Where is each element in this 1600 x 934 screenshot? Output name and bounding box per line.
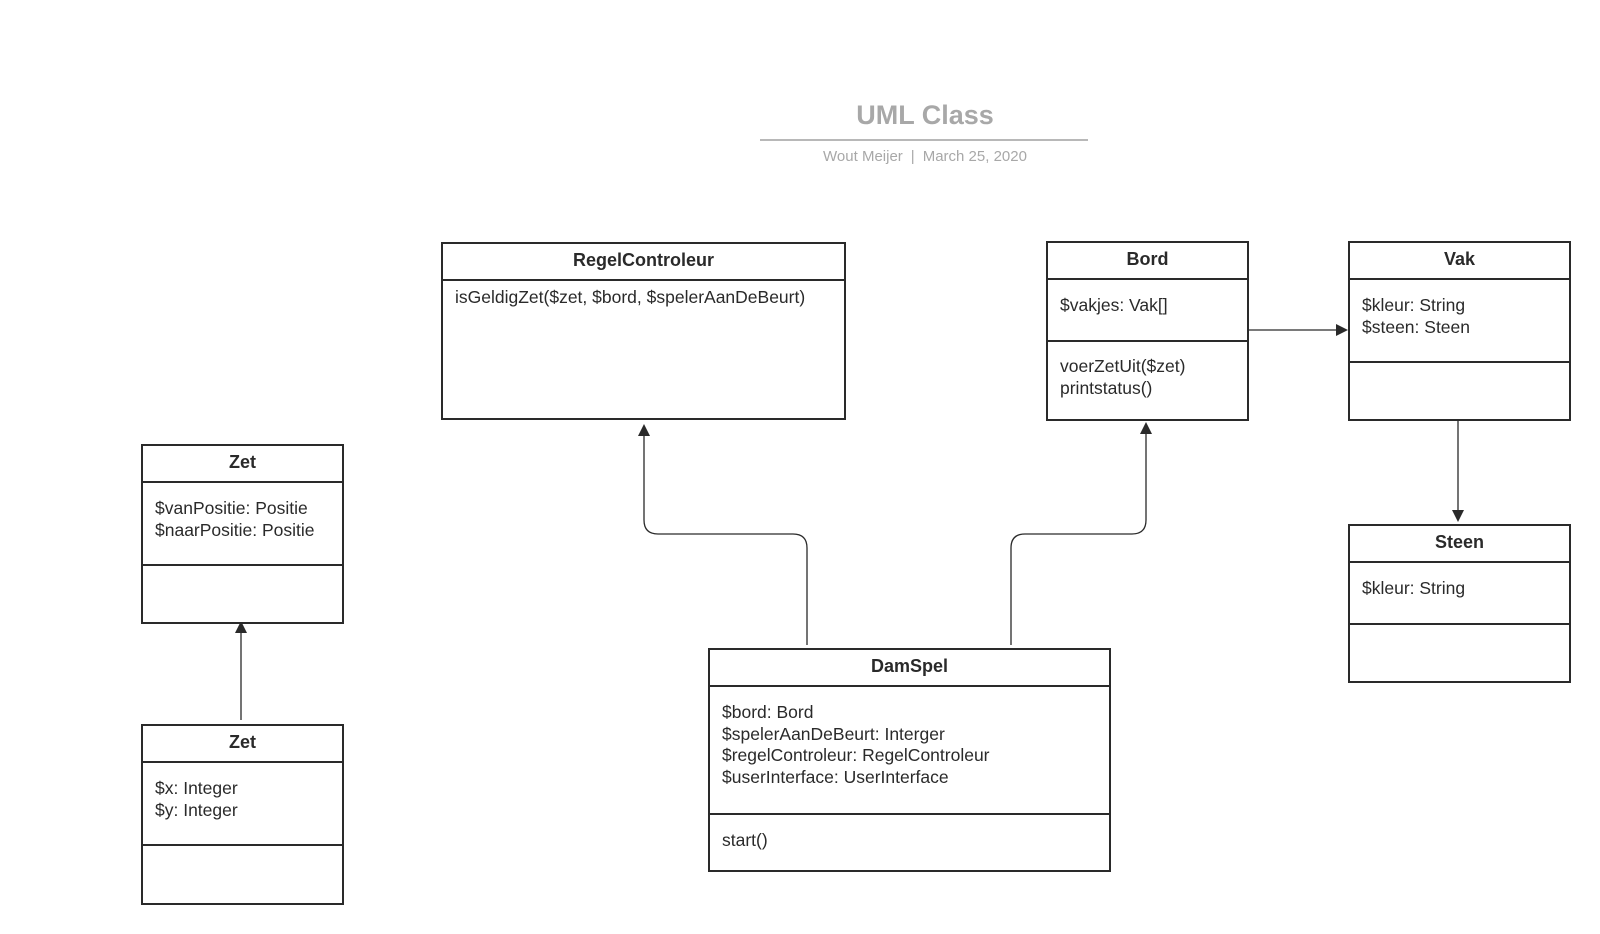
method: isGeldigZet($zet, $bord, $spelerAanDeBeu… bbox=[455, 287, 806, 307]
attribute: $y: Integer bbox=[155, 799, 238, 820]
attributes-section: $kleur: String $steen: Steen bbox=[1350, 280, 1569, 361]
class-zet-coordinates[interactable]: Zet $x: Integer $y: Integer bbox=[141, 724, 344, 905]
attribute: $spelerAanDeBeurt: Interger bbox=[722, 723, 945, 744]
method: voerZetUit($zet) bbox=[1060, 356, 1186, 376]
methods-section: voerZetUit($zet) printstatus() bbox=[1048, 340, 1247, 419]
attribute: $x: Integer bbox=[155, 778, 238, 798]
class-regelcontroleur[interactable]: RegelControleur isGeldigZet($zet, $bord,… bbox=[441, 242, 846, 420]
attributes-section: $vakjes: Vak[] bbox=[1048, 280, 1247, 340]
attribute: $steen: Steen bbox=[1362, 316, 1470, 337]
methods-section: isGeldigZet($zet, $bord, $spelerAanDeBeu… bbox=[443, 281, 844, 418]
author: Wout Meijer bbox=[823, 148, 903, 165]
title-underline bbox=[760, 139, 1088, 141]
methods-section bbox=[1350, 361, 1569, 419]
methods-section bbox=[1350, 623, 1569, 681]
class-steen[interactable]: Steen $kleur: String bbox=[1348, 524, 1571, 683]
class-name: Steen bbox=[1350, 526, 1569, 563]
diagram-subtitle: Wout Meijer | March 25, 2020 bbox=[760, 148, 1090, 165]
methods-section bbox=[143, 844, 342, 903]
class-zet[interactable]: Zet $vanPositie: Positie $naarPositie: P… bbox=[141, 444, 344, 624]
attributes-section: $vanPositie: Positie $naarPositie: Posit… bbox=[143, 483, 342, 564]
methods-section bbox=[143, 564, 342, 622]
connector-damspel-to-regelcontroleur bbox=[638, 424, 808, 645]
class-damspel[interactable]: DamSpel $bord: Bord $spelerAanDeBeurt: I… bbox=[708, 648, 1111, 872]
attribute: $bord: Bord bbox=[722, 702, 814, 722]
class-name: Vak bbox=[1350, 243, 1569, 280]
attributes-section: $x: Integer $y: Integer bbox=[143, 763, 342, 844]
class-name: RegelControleur bbox=[443, 244, 844, 281]
class-name: DamSpel bbox=[710, 650, 1109, 687]
attribute: $regelControleur: RegelControleur bbox=[722, 745, 990, 766]
attribute: $userInterface: UserInterface bbox=[722, 766, 949, 787]
method: printstatus() bbox=[1060, 377, 1153, 398]
diagram-title: UML Class bbox=[856, 100, 994, 130]
class-name: Zet bbox=[143, 446, 342, 483]
attribute: $kleur: String bbox=[1362, 578, 1466, 598]
method: start() bbox=[722, 830, 768, 850]
class-bord[interactable]: Bord $vakjes: Vak[] voerZetUit($zet) pri… bbox=[1046, 241, 1249, 421]
attributes-section: $bord: Bord $spelerAanDeBeurt: Interger … bbox=[710, 687, 1109, 813]
subtitle-separator: | bbox=[910, 148, 915, 165]
connector-damspel-to-bord bbox=[1010, 422, 1152, 645]
class-name: Bord bbox=[1048, 243, 1247, 280]
attribute: $vakjes: Vak[] bbox=[1060, 295, 1168, 315]
attribute: $vanPositie: Positie bbox=[155, 498, 308, 518]
methods-section: start() bbox=[710, 813, 1109, 872]
class-vak[interactable]: Vak $kleur: String $steen: Steen bbox=[1348, 241, 1571, 421]
class-name: Zet bbox=[143, 726, 342, 763]
date: March 25, 2020 bbox=[922, 148, 1027, 165]
attributes-section: $kleur: String bbox=[1350, 563, 1569, 623]
attribute: $naarPositie: Positie bbox=[155, 519, 315, 540]
attribute: $kleur: String bbox=[1362, 295, 1466, 315]
